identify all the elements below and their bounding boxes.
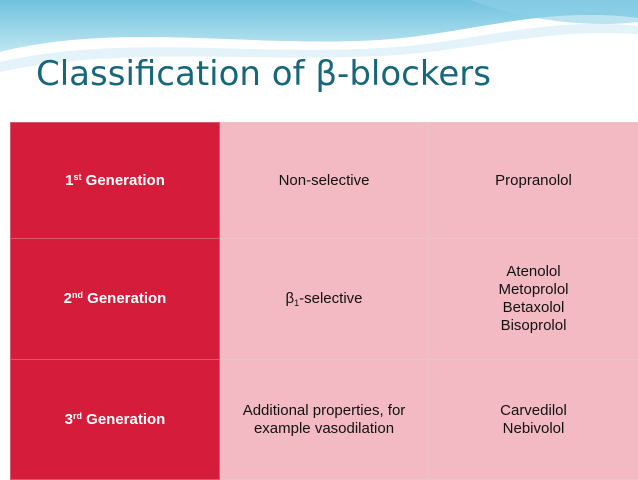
drug-name: Propranolol (437, 172, 630, 190)
table-row: 2nd Generation β1-selective Atenolol Met… (11, 239, 638, 360)
generation-label: Generation (86, 411, 165, 428)
selectivity-cell: Additional properties, for example vasod… (220, 360, 429, 480)
generation-label: Generation (87, 290, 166, 307)
drug-name: Atenolol (437, 263, 630, 281)
generation-number: 2 (64, 290, 72, 307)
drug-name: Metoprolol (437, 281, 630, 299)
drug-name: Betaxolol (437, 299, 630, 317)
selectivity-line: example vasodilation (228, 420, 420, 438)
ordinal-suffix: nd (72, 290, 83, 300)
beta-blocker-classification-table: 1st Generation Non-selective Propranolol… (10, 122, 638, 480)
drugs-cell: Carvedilol Nebivolol (429, 360, 638, 480)
drug-name: Bisoprolol (437, 317, 630, 335)
generation-cell: 3rd Generation (11, 360, 220, 480)
table-row: 3rd Generation Additional properties, fo… (11, 360, 638, 480)
drugs-cell: Atenolol Metoprolol Betaxolol Bisoprolol (429, 239, 638, 360)
selectivity-cell: β1-selective (220, 239, 429, 360)
generation-label: Generation (86, 172, 165, 189)
selectivity-cell: Non-selective (220, 123, 429, 239)
slide-title: Classification of β-blockers (36, 52, 491, 96)
selectivity-line: Non-selective (228, 172, 420, 190)
table-row: 1st Generation Non-selective Propranolol (11, 123, 638, 239)
ordinal-suffix: rd (73, 411, 82, 421)
generation-cell: 1st Generation (11, 123, 220, 239)
ordinal-suffix: st (73, 172, 81, 182)
selectivity-text: -selective (299, 290, 362, 307)
drug-name: Nebivolol (437, 420, 630, 438)
drug-name: Carvedilol (437, 402, 630, 420)
beta-symbol: β (285, 290, 294, 307)
generation-cell: 2nd Generation (11, 239, 220, 360)
selectivity-line: Additional properties, for (228, 402, 420, 420)
drugs-cell: Propranolol (429, 123, 638, 239)
generation-number: 3 (65, 411, 73, 428)
